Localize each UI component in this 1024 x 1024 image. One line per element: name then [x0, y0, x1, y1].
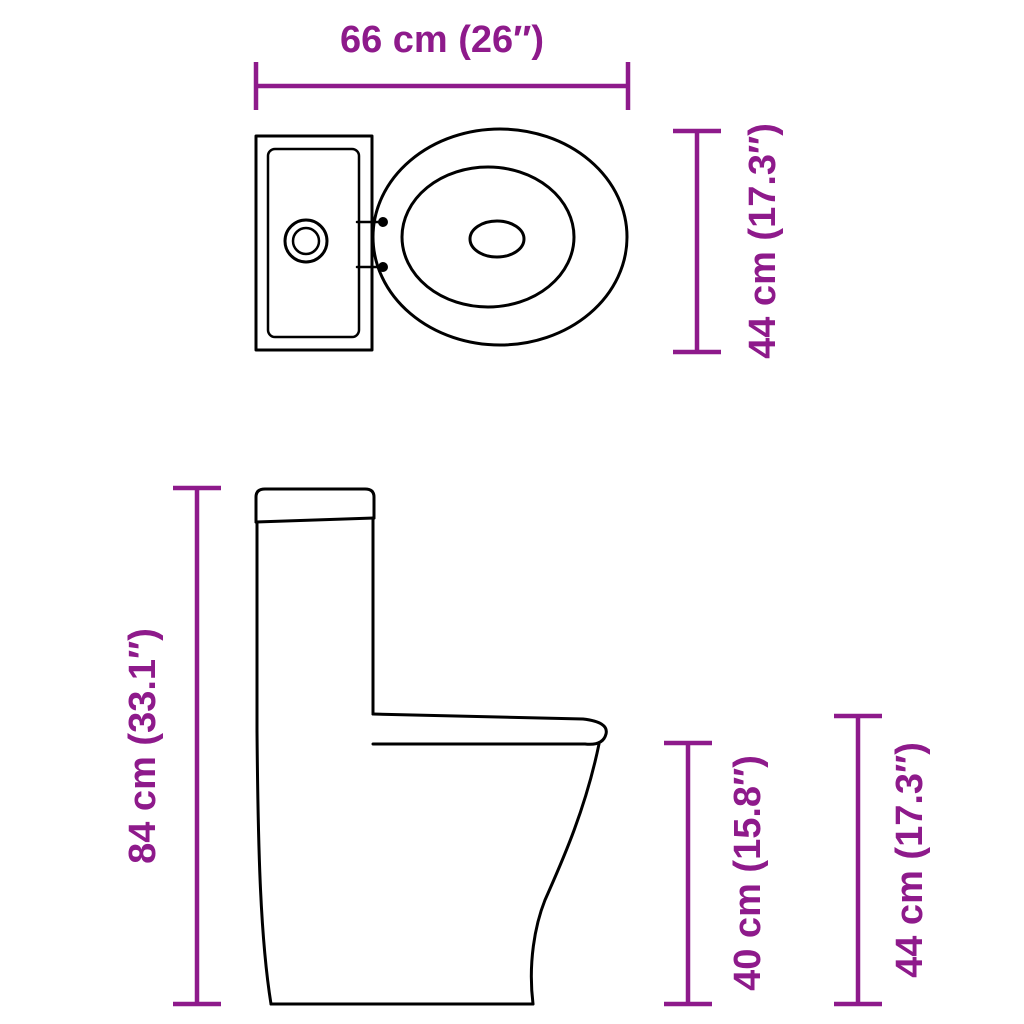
body-back-outline: [255, 520, 273, 1006]
tank-lid-outline: [254, 487, 376, 524]
hinge-bolt-top-icon: [378, 217, 388, 227]
seat-outline: [371, 712, 608, 746]
bowl-outline: [371, 127, 629, 347]
drain-outline: [468, 219, 526, 259]
dim-seat-height-label: 44 cm (17.3″): [889, 742, 931, 978]
dim-top-depth: 44 cm (17.3″): [673, 123, 784, 359]
tank-inner-rim: [266, 147, 361, 339]
dim-bowl-height: 40 cm (15.8″): [664, 740, 769, 1007]
dim-seat-height: 44 cm (17.3″): [834, 713, 931, 1007]
hinge-bolt-bottom-icon: [378, 262, 388, 272]
tank-outline: [254, 134, 374, 352]
tank-lid-bottom-line: [254, 516, 376, 524]
dim-top-depth-label: 44 cm (17.3″): [742, 123, 784, 359]
bowl-front-outline: [529, 742, 601, 1006]
dim-total-height: 84 cm (33.1″): [122, 485, 221, 1007]
dim-total-height-label: 84 cm (33.1″): [122, 628, 164, 864]
dim-bowl-height-label: 40 cm (15.8″): [727, 755, 769, 991]
toilet-top-view: [254, 127, 629, 352]
toilet-side-view: [254, 487, 608, 1006]
dim-top-width-label: 66 cm (26″): [340, 19, 544, 61]
flush-button-inner: [291, 226, 321, 256]
dim-top-width: 66 cm (26″): [253, 19, 631, 110]
seat-inner-outline: [400, 165, 576, 309]
flush-button-outer: [283, 218, 329, 264]
dimension-annotations: 66 cm (26″) 44 cm (17.3″) 84 cm (33.1″): [122, 19, 931, 1007]
